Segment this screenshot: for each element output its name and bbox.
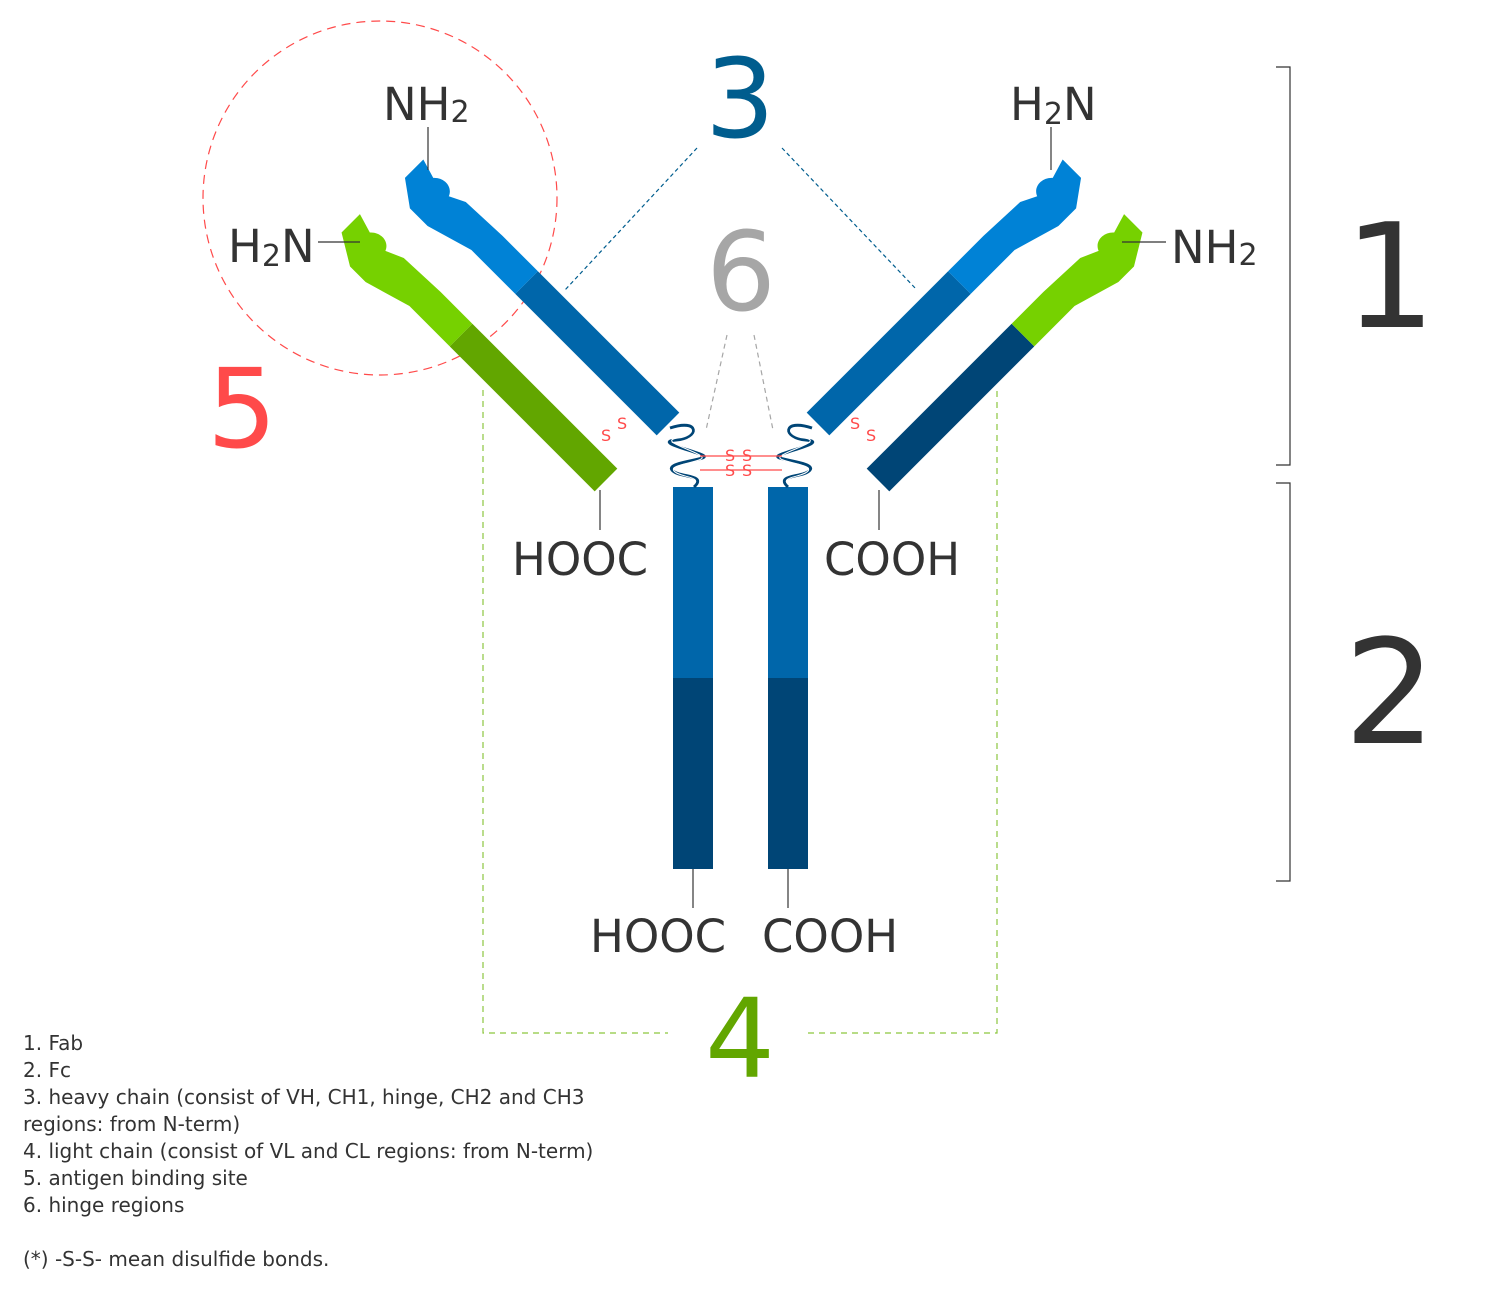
legend-item-2: 2. Fc [23,1057,623,1084]
legend-item-5: 5. antigen binding site [23,1165,623,1192]
fc-left-ch2 [673,487,713,678]
left-light-chain-arm [329,213,617,501]
hinge-pointer-right [754,335,773,430]
label-hooc-bottom-left: HOOC [590,910,726,963]
label-hooc-mid-left: HOOC [512,533,648,586]
label-h2n-top-right: H2N [1010,78,1097,132]
left-hinge-coil [669,425,704,487]
legend-item-4: 4. light chain (consist of VL and CL reg… [23,1138,623,1165]
hinge-pointer-left [706,335,727,430]
hinge-disulfide-s4: S [742,461,752,480]
number-5-antigen-site: 5 [207,345,277,473]
right-hl-disulfide-s1: S [850,414,860,433]
label-nh2-top-right: NH2 [1171,221,1258,274]
label-nh2-top-left: NH2 [383,78,470,131]
number-2-fc: 2 [1344,609,1436,778]
number-6-hinge: 6 [706,208,776,336]
hinge-disulfide-s3: S [725,461,735,480]
label-cooh-mid-right: COOH [824,533,960,586]
fc-right-ch3 [768,678,808,869]
fc-left-ch3 [673,678,713,869]
left-hl-disulfide-s2: S [617,414,627,433]
legend-item-1: 1. Fab [23,1030,623,1057]
fc-bracket [1276,483,1290,881]
right-light-chain-arm [867,213,1155,501]
right-hinge-coil [778,425,813,487]
legend: 1. Fab 2. Fc 3. heavy chain (consist of … [23,1030,623,1273]
antigen-binding-site-circle [203,21,557,375]
label-cooh-bottom-right: COOH [762,910,898,963]
label-h2n-top-left: H2N [228,220,315,274]
number-3-heavy-chain: 3 [705,35,775,163]
left-hl-disulfide-s1: S [601,426,611,445]
fc-right-ch2 [768,487,808,678]
legend-item-3: 3. heavy chain (consist of VH, CH1, hing… [23,1084,623,1138]
legend-item-6: 6. hinge regions [23,1192,623,1219]
heavy-chain-pointer-left [565,148,697,290]
heavy-chain-pointer-right [782,148,917,290]
number-4-light-chain: 4 [705,975,775,1103]
legend-note: (*) -S-S- mean disulfide bonds. [23,1246,623,1273]
right-hl-disulfide-s2: S [866,426,876,445]
number-1-fab: 1 [1344,193,1436,362]
fab-bracket [1276,67,1290,465]
light-chain-bracket [483,390,997,1033]
